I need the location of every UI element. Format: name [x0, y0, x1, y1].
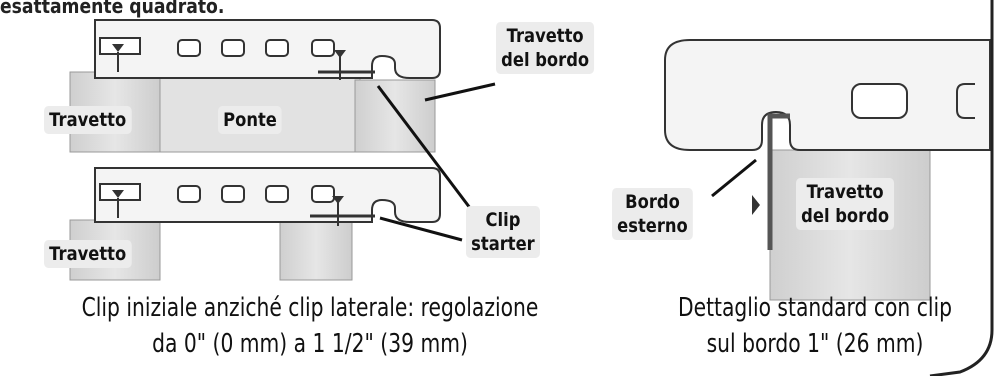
- label-edge-joist-left: Travetto del bordo: [496, 22, 595, 74]
- label-outer-edge-line2: esterno: [617, 215, 688, 237]
- label-joist-bottom: Travetto: [44, 240, 132, 268]
- label-edge-joist-left-line1: Travetto: [506, 25, 584, 47]
- left-leader-lines: [376, 82, 496, 242]
- caption-right-line2: sul bordo 1" (26 mm): [706, 329, 924, 359]
- header-partial-text: esattamente quadrato.: [0, 0, 225, 18]
- top-left-board: [94, 19, 441, 80]
- label-outer-edge: Bordo esterno: [612, 188, 693, 240]
- label-edge-joist-left-line2: del bordo: [501, 49, 590, 71]
- caption-right: Dettaglio standard con clip sul bordo 1"…: [655, 290, 975, 362]
- right-board: [664, 39, 991, 250]
- bottom-left-board: [94, 167, 441, 226]
- caption-right-line1: Dettaglio standard con clip: [678, 293, 952, 323]
- label-outer-edge-line1: Bordo: [625, 191, 680, 213]
- caption-left-line2: da 0" (0 mm) a 1 1/2" (39 mm): [152, 329, 468, 359]
- caption-left: Clip iniziale anziché clip laterale: reg…: [60, 290, 559, 362]
- caption-left-line1: Clip iniziale anziché clip laterale: reg…: [81, 293, 539, 323]
- top-left-joists: [69, 71, 436, 153]
- label-joist-top: Travetto: [44, 106, 132, 134]
- label-edge-joist-right: Travetto del bordo: [796, 178, 895, 230]
- frame-border: [929, 0, 994, 376]
- label-clip-starter-line2: starter: [471, 233, 535, 255]
- label-clip-starter: Clip starter: [466, 206, 540, 258]
- right-leader-line: [711, 158, 757, 198]
- label-edge-joist-right-line2: del bordo: [801, 205, 890, 227]
- label-clip-starter-line1: Clip: [485, 209, 521, 231]
- label-bridge: Ponte: [218, 106, 283, 134]
- label-edge-joist-right-line1: Travetto: [806, 181, 884, 203]
